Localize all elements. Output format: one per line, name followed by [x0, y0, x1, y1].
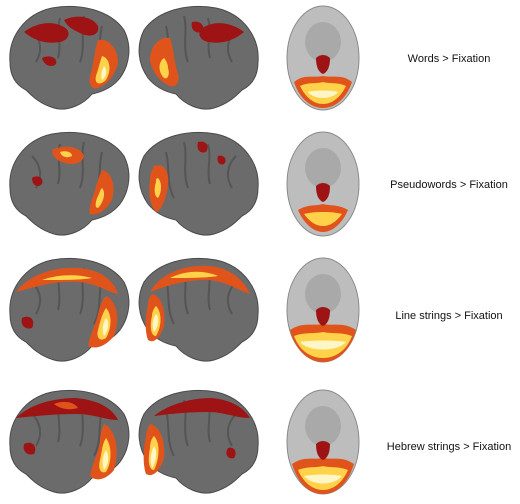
right-hemisphere-hebrew-strings	[138, 389, 259, 494]
axial-slice-hebrew-strings	[286, 389, 360, 495]
row-label: Pseudowords > Fixation	[390, 179, 508, 191]
axial-slice-line-strings	[286, 257, 360, 363]
left-hemisphere-pseudowords	[9, 131, 130, 236]
row-hebrew-strings: Hebrew strings > Fixation	[0, 384, 520, 502]
right-hemisphere-words	[138, 5, 259, 110]
row-label: Words > Fixation	[407, 53, 491, 65]
left-hemisphere-words	[9, 5, 130, 110]
row-line-strings: Line strings > Fixation	[0, 252, 520, 370]
right-hemisphere-line-strings	[138, 257, 259, 362]
row-label: Hebrew strings > Fixation	[386, 441, 512, 453]
right-hemisphere-pseudowords	[138, 131, 259, 236]
left-hemisphere-line-strings	[9, 257, 130, 362]
row-pseudowords: Pseudowords > Fixation	[0, 126, 520, 244]
row-words: Words > Fixation	[0, 0, 520, 118]
row-label: Line strings > Fixation	[395, 310, 503, 322]
left-hemisphere-hebrew-strings	[9, 389, 130, 494]
axial-slice-pseudowords	[286, 131, 360, 237]
axial-slice-words	[286, 5, 360, 111]
